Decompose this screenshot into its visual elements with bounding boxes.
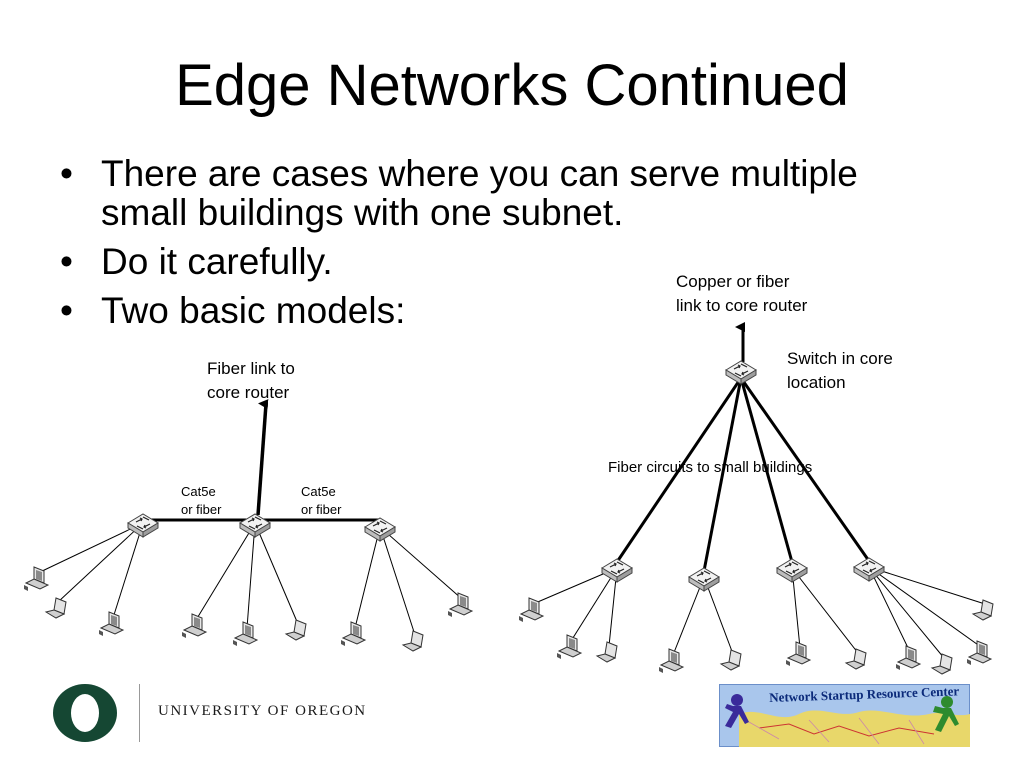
laptop-icon xyxy=(930,653,953,675)
left-uplink-label-line1: Fiber link to xyxy=(207,359,295,378)
network-switch-icon xyxy=(239,513,271,538)
edge-link xyxy=(672,576,705,656)
edge-link xyxy=(195,522,256,621)
desktop-computer-icon xyxy=(659,648,685,673)
fiber-circuit-link xyxy=(739,377,871,562)
edge-link xyxy=(868,566,982,648)
desktop-computer-icon xyxy=(967,640,993,665)
laptop-icon xyxy=(971,599,994,621)
nsrc-logo-banner xyxy=(719,684,970,747)
core-switch-label-line1: Switch in core xyxy=(787,349,893,368)
bullet-marker: • xyxy=(60,290,73,331)
left-model-links xyxy=(37,399,463,636)
bullet-marker: • xyxy=(60,153,73,194)
left-link-a-label-line1: Cat5e xyxy=(181,484,216,499)
left-link-b-label-line1: Cat5e xyxy=(301,484,336,499)
bullet-text: Two basic models: xyxy=(101,290,406,331)
network-switch-icon xyxy=(601,558,633,583)
laptop-icon xyxy=(284,619,307,641)
edge-link xyxy=(112,522,144,619)
edge-link xyxy=(254,522,299,625)
fiber-circuits-label: Fiber circuits to small buildings xyxy=(608,459,813,476)
edge-link xyxy=(570,567,618,642)
bullet-item: small buildings with one subnet. xyxy=(60,193,858,232)
laptop-icon xyxy=(595,641,618,663)
laptop-icon xyxy=(844,648,867,670)
edge-link xyxy=(791,567,859,654)
laptop-icon xyxy=(719,649,742,671)
desktop-computer-icon xyxy=(233,621,259,646)
edge-link xyxy=(703,576,734,655)
bullet-text: Do it carefully. xyxy=(101,241,333,282)
edge-link xyxy=(57,522,144,603)
edge-link xyxy=(354,526,381,629)
footer-divider xyxy=(139,684,140,742)
core-switch-label-line2: location xyxy=(787,373,846,392)
fiber-circuit-link xyxy=(739,377,794,563)
network-switch-icon xyxy=(776,558,808,583)
network-switch-icon xyxy=(364,517,396,542)
desktop-computer-icon xyxy=(24,566,50,591)
right-model-links xyxy=(532,322,986,659)
network-switch-icon xyxy=(127,513,159,538)
desktop-computer-icon xyxy=(341,621,367,646)
edge-link xyxy=(379,526,416,636)
uplink-arrow xyxy=(256,399,269,516)
bullet-item: • There are cases where you can serve mul… xyxy=(60,154,858,193)
desktop-computer-icon xyxy=(896,645,922,670)
edge-link xyxy=(246,522,256,629)
desktop-computer-icon xyxy=(786,641,812,666)
left-link-a-label: Cat5e or fiber xyxy=(181,483,221,519)
desktop-computer-icon xyxy=(557,634,583,659)
edge-link xyxy=(868,566,986,605)
bullet-marker: • xyxy=(60,241,73,282)
right-uplink-label: Copper or fiber link to core router xyxy=(676,270,807,318)
right-uplink-label-line2: link to core router xyxy=(676,296,808,315)
edge-link xyxy=(868,566,945,659)
running-figure-right-icon xyxy=(933,696,959,732)
bullet-item: • Two basic models: xyxy=(60,291,858,330)
desktop-computer-icon xyxy=(448,592,474,617)
bullet-text: small buildings with one subnet. xyxy=(101,192,624,233)
desktop-computer-icon xyxy=(99,611,125,636)
uo-o-logo xyxy=(53,684,117,742)
laptop-icon xyxy=(44,597,67,619)
left-uplink-label-line2: core router xyxy=(207,383,290,402)
university-name: UNIVERSITY OF OREGON xyxy=(158,703,367,719)
fiber-circuit-link xyxy=(615,377,743,563)
laptop-icon xyxy=(401,630,424,652)
core-switch-icon xyxy=(725,360,757,385)
left-uplink-label: Fiber link to core router xyxy=(207,357,295,405)
right-uplink-label-line1: Copper or fiber xyxy=(676,272,790,291)
fiber-circuit-link xyxy=(702,377,743,572)
edge-link xyxy=(37,522,144,574)
left-link-b-label: Cat5e or fiber xyxy=(301,483,341,519)
bullet-list: • There are cases where you can serve mul… xyxy=(60,154,858,340)
bullet-item: • Do it carefully. xyxy=(60,242,858,281)
left-link-b-label-line2: or fiber xyxy=(301,502,342,517)
edge-link xyxy=(379,526,463,600)
running-figure-left-icon xyxy=(725,694,749,728)
core-switch-label: Switch in core location xyxy=(787,347,893,395)
desktop-computer-icon xyxy=(182,613,208,638)
network-switch-icon xyxy=(688,567,720,592)
bullet-text: There are cases where you can serve mult… xyxy=(101,153,858,194)
network-devices xyxy=(24,360,994,675)
edge-link xyxy=(868,566,911,653)
left-link-a-label-line2: or fiber xyxy=(181,502,222,517)
slide-title: Edge Networks Continued xyxy=(175,53,849,118)
network-switch-icon xyxy=(853,557,885,582)
desktop-computer-icon xyxy=(519,597,545,622)
